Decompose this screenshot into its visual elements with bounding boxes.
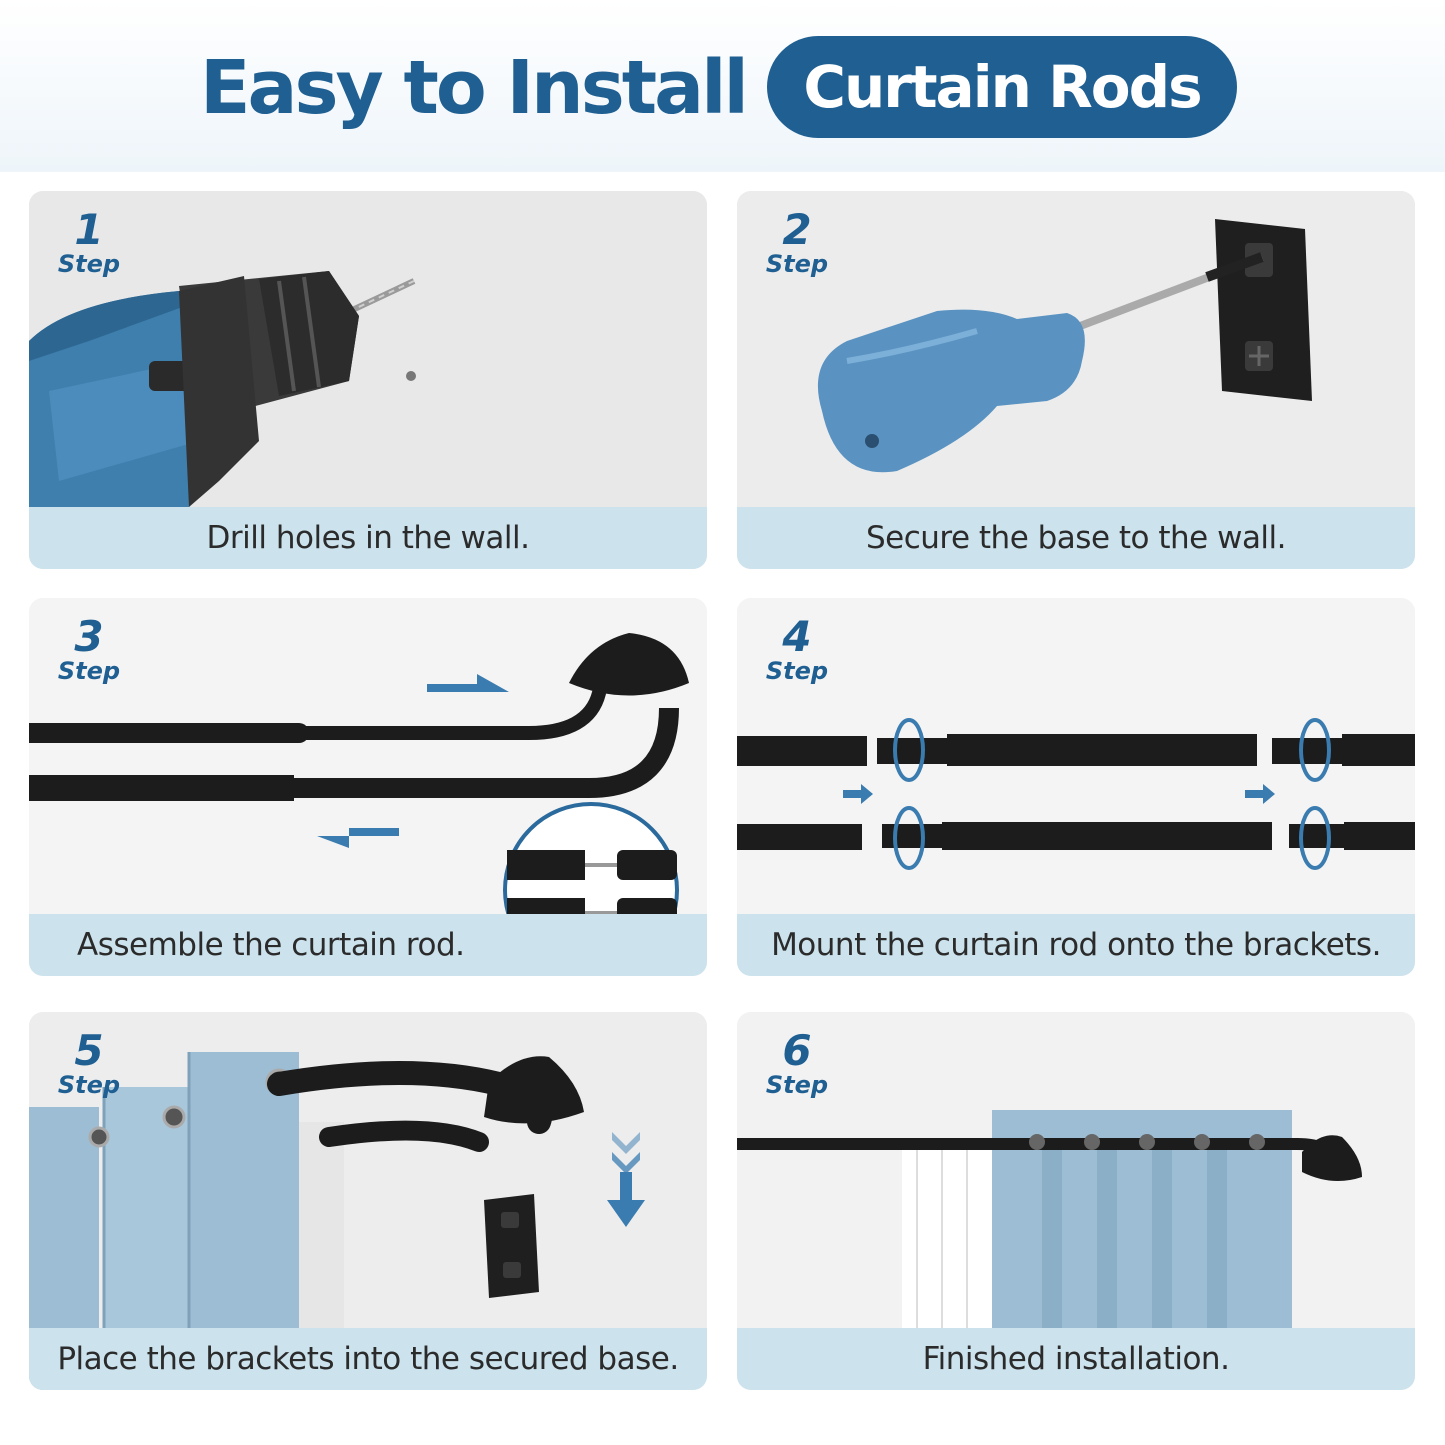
wall-base-plate [1215, 219, 1312, 401]
bracket-shape [569, 633, 689, 696]
step-label: Step [57, 657, 121, 685]
step-badge-6: 6 Step [757, 1026, 837, 1099]
direction-arrow-right [427, 674, 509, 692]
product-badge: Curtain Rods [767, 36, 1237, 138]
screwdriver-illustration [737, 191, 1415, 569]
drill-illustration [29, 191, 707, 569]
step-label: Step [57, 1071, 121, 1099]
caption-band-extension [509, 914, 707, 976]
step-label: Step [57, 250, 121, 278]
step-label: Step [765, 250, 829, 278]
step-card-5: 5 Step Place the brackets into the secur… [29, 1012, 707, 1390]
screwdriver-shaft [1065, 252, 1264, 335]
down-arrow-icon [607, 1132, 645, 1227]
step-badge-1: 1 Step [49, 205, 129, 278]
rotate-arrows [893, 718, 1331, 870]
step-card-3: 3 Step Assemble the curtain rod. [29, 598, 707, 976]
grommets [1029, 1134, 1265, 1150]
direction-arrow-left [317, 828, 399, 848]
step-number: 1 [74, 205, 104, 254]
header-banner: Easy to Install Curtain Rods [0, 0, 1445, 172]
drill-body [29, 276, 259, 507]
wall-base-plate [484, 1194, 539, 1298]
step-badge-3: 3 Step [49, 612, 129, 685]
bracket-shape [1302, 1135, 1362, 1181]
rod-row-top [737, 734, 1415, 766]
step-label: Step [765, 1071, 829, 1099]
rod-mount-illustration [737, 598, 1415, 976]
rod-upper [29, 686, 606, 743]
step-number: 2 [782, 205, 812, 254]
bracket-shape [484, 1056, 584, 1124]
rod-lower [29, 707, 679, 801]
rod-assembly-illustration [29, 598, 707, 976]
step-caption-3: Assemble the curtain rod. [29, 914, 509, 976]
step-number: 4 [782, 612, 812, 661]
step-number: 3 [74, 612, 104, 661]
step-badge-5: 5 Step [49, 1026, 129, 1099]
step-badge-2: 2 Step [757, 205, 837, 278]
step-card-4: 4 Step Mount the curtain rod onto the br… [737, 598, 1415, 976]
rod-row-bottom [737, 822, 1415, 850]
step-caption-2: Secure the base to the wall. [737, 507, 1415, 569]
push-arrows [843, 784, 1275, 804]
product-badge-label: Curtain Rods [803, 53, 1202, 121]
step-badge-4: 4 Step [757, 612, 837, 685]
step-caption-1: Drill holes in the wall. [29, 507, 707, 569]
step-label: Step [765, 657, 829, 685]
step-number: 5 [74, 1026, 104, 1075]
step-number: 6 [782, 1026, 812, 1075]
step-caption-6: Finished installation. [737, 1328, 1415, 1390]
step-card-1: 1 Step Drill holes in the wall. [29, 191, 707, 569]
step-card-6: 6 Step Finished installation. [737, 1012, 1415, 1390]
step-card-2: 2 Step Secure the base to the wall. [737, 191, 1415, 569]
step-caption-4: Mount the curtain rod onto the brackets. [737, 914, 1415, 976]
screwdriver-handle [817, 309, 1085, 473]
page-title: Easy to Install [200, 45, 749, 131]
step-caption-5: Place the brackets into the secured base… [29, 1328, 707, 1390]
